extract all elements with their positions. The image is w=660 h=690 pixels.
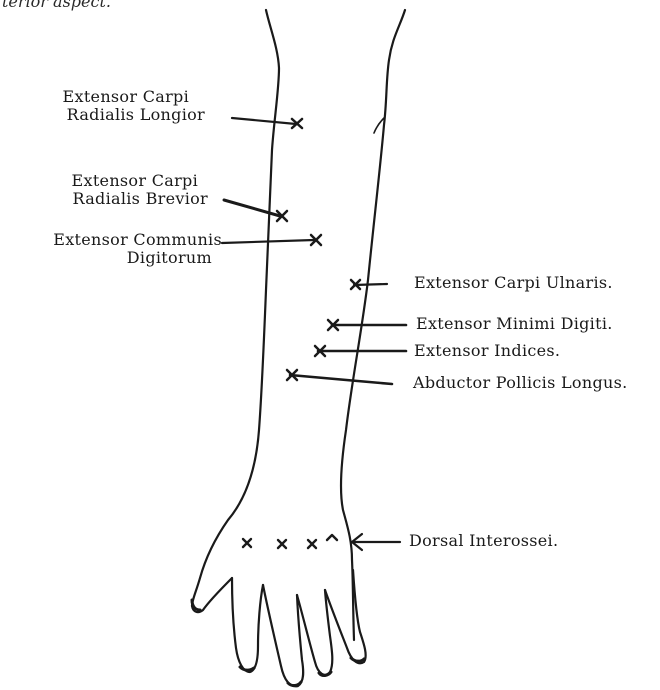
pointer-ecu bbox=[354, 284, 387, 285]
label-ecrb-line2: Radialis Brevior bbox=[72, 190, 208, 208]
middle-finger bbox=[263, 585, 303, 686]
label-ei: Extensor Indices. bbox=[414, 342, 560, 360]
label-apl: Abductor Pollicis Longus. bbox=[413, 374, 627, 392]
pointer-ecd bbox=[222, 240, 314, 243]
label-ecrl-line1: Extensor Carpi bbox=[63, 88, 205, 106]
nail-index bbox=[240, 667, 254, 670]
label-ecrb-line1: Extensor Carpi bbox=[72, 172, 208, 190]
label-ecrb: Extensor Carpi Radialis Brevior bbox=[72, 172, 208, 209]
nail-middle bbox=[288, 682, 301, 686]
x-mark-di-3 bbox=[308, 540, 316, 548]
x-mark-di-1 bbox=[243, 539, 251, 547]
label-ecrl-line2: Radialis Longior bbox=[63, 106, 205, 124]
label-ecd-line2: Digitorum bbox=[53, 249, 222, 267]
x-mark-di-2 bbox=[278, 540, 286, 548]
label-ecu: Extensor Carpi Ulnaris. bbox=[414, 274, 613, 292]
label-di: Dorsal Interossei. bbox=[409, 532, 558, 550]
label-ecd: Extensor Communis Digitorum bbox=[53, 231, 222, 268]
index-finger bbox=[232, 578, 263, 672]
pointer-ecrb bbox=[224, 200, 280, 216]
label-ecrl: Extensor Carpi Radialis Longior bbox=[63, 88, 205, 125]
label-ecd-line1: Extensor Communis bbox=[53, 231, 222, 249]
pointer-ecrl bbox=[232, 118, 296, 124]
pointer-apl bbox=[290, 375, 392, 384]
nail-little bbox=[351, 658, 364, 661]
arm-left-edge bbox=[192, 10, 279, 606]
label-emd: Extensor Minimi Digiti. bbox=[416, 315, 613, 333]
x-mark-di-4 bbox=[327, 535, 337, 540]
